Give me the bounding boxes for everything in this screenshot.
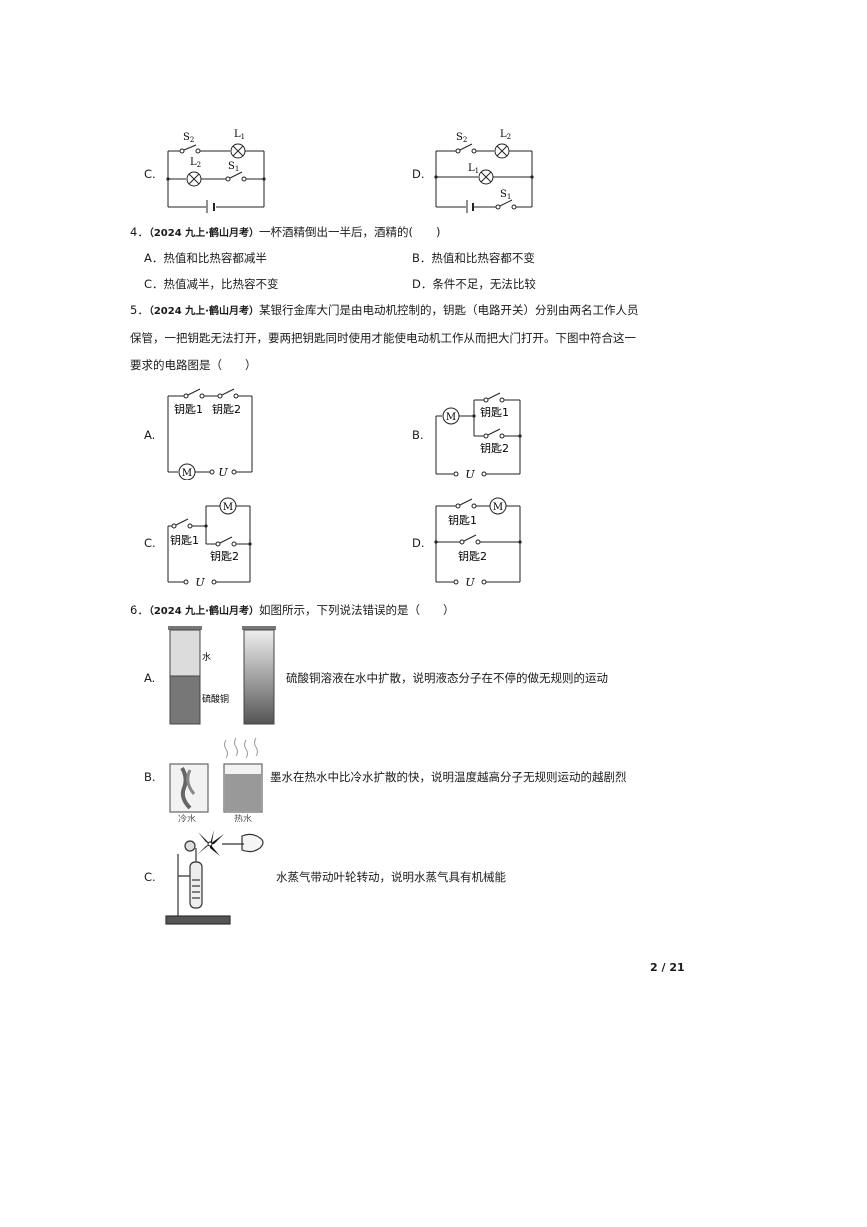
q5-b-motor: M: [446, 412, 456, 423]
q6-option-c-text: 水蒸气带动叶轮转动，说明水蒸气具有机械能: [276, 870, 506, 884]
q3-option-c-label: C.: [144, 167, 156, 181]
q5-c-source: U: [195, 576, 205, 586]
q3-d-l2-label: L2: [500, 129, 511, 141]
q6-option-a-figure: 水 硫酸铜: [168, 626, 276, 725]
q5-d-source: U: [465, 576, 475, 586]
q5-stem-line1: 5．（2024 九上·鹤山月考）某银行金库大门是由电动机控制的，钥匙（电路开关）…: [130, 303, 639, 317]
q3-c-l1-label: L1: [234, 129, 245, 141]
q6-b-cold-label: 冷水: [178, 813, 196, 822]
q5-option-c-label: C.: [144, 536, 156, 550]
q5-option-a-circuit: M U 钥匙1 钥匙2: [167, 388, 253, 480]
q3-option-c-circuit: S2 L1 L2 S1: [166, 129, 266, 213]
q4-stem: 4．（2024 九上·鹤山月考）一杯酒精倒出一半后，酒精的( ): [130, 225, 441, 239]
q5-option-a-label: A.: [144, 428, 156, 442]
q3-option-d-label: D.: [412, 167, 425, 181]
q3-c-s2-label: S2: [183, 132, 194, 144]
q3-d-s2-label: S2: [456, 132, 467, 144]
q4-option-d: D．条件不足，无法比较: [412, 277, 536, 291]
q5-option-b-label: B.: [412, 428, 424, 442]
q3-option-d-circuit: S2 L2 L1 S1: [434, 129, 534, 213]
q6-option-c-figure: [165, 830, 264, 925]
q5-option-c-circuit: M U 钥匙1 钥匙2: [167, 497, 252, 586]
q5-stem-line3: 要求的电路图是（ ）: [130, 358, 257, 372]
q5-a-motor: M: [182, 468, 192, 479]
q6-stem: 6．（2024 九上·鹤山月考）如图所示，下列说法错误的是（ ）: [130, 603, 455, 617]
q6-option-b-label: B.: [144, 770, 156, 784]
q3-c-l2-label: L2: [190, 157, 201, 169]
q6-b-hot-label: 热水: [234, 813, 252, 822]
q5-d-key2: 钥匙2: [458, 549, 487, 563]
q5-option-b-circuit: M U 钥匙1 钥匙2: [435, 392, 522, 481]
q5-b-source: U: [465, 468, 475, 481]
q6-option-b-figure: 冷水 热水: [169, 737, 263, 822]
q6-option-c-label: C.: [144, 870, 156, 884]
q5-d-motor: M: [493, 502, 503, 513]
q4-option-b: B．热值和比热容都不变: [412, 251, 535, 265]
q6-a-water-label: 水: [202, 651, 211, 663]
q5-b-key2: 钥匙2: [480, 441, 509, 455]
q3-d-l1-label: L1: [468, 163, 479, 175]
q5-stem-line2: 保管，一把钥匙无法打开，要两把钥匙同时使用才能使电动机工作从而把大门打开。下图中…: [130, 331, 636, 345]
q6-option-b-text: 墨水在热水中比冷水扩散的快，说明温度越高分子无规则运动的越剧烈: [270, 770, 627, 784]
page-number: 2 / 21: [650, 961, 685, 974]
q3-d-s1-label: S1: [500, 189, 511, 201]
q5-c-motor: M: [223, 502, 233, 513]
q6-option-a-text: 硫酸铜溶液在水中扩散，说明液态分子在不停的做无规则的运动: [286, 671, 608, 685]
q5-b-key1: 钥匙1: [480, 405, 509, 419]
q6-a-solution-label: 硫酸铜: [202, 693, 229, 705]
q5-a-key1: 钥匙1: [174, 402, 203, 416]
q4-option-a: A．热值和比热容都减半: [144, 251, 267, 265]
q3-c-s1-label: S1: [228, 161, 239, 173]
q5-a-key2: 钥匙2: [212, 402, 241, 416]
q6-option-a-label: A.: [144, 671, 156, 685]
q5-a-source: U: [218, 466, 228, 479]
q5-c-key2: 钥匙2: [210, 549, 239, 563]
q5-option-d-label: D.: [412, 536, 425, 550]
q5-option-d-circuit: M U 钥匙1 钥匙2: [434, 497, 522, 586]
q5-c-key1: 钥匙1: [170, 533, 199, 547]
q5-d-key1: 钥匙1: [448, 513, 477, 527]
q4-option-c: C．热值减半，比热容不变: [144, 277, 279, 291]
